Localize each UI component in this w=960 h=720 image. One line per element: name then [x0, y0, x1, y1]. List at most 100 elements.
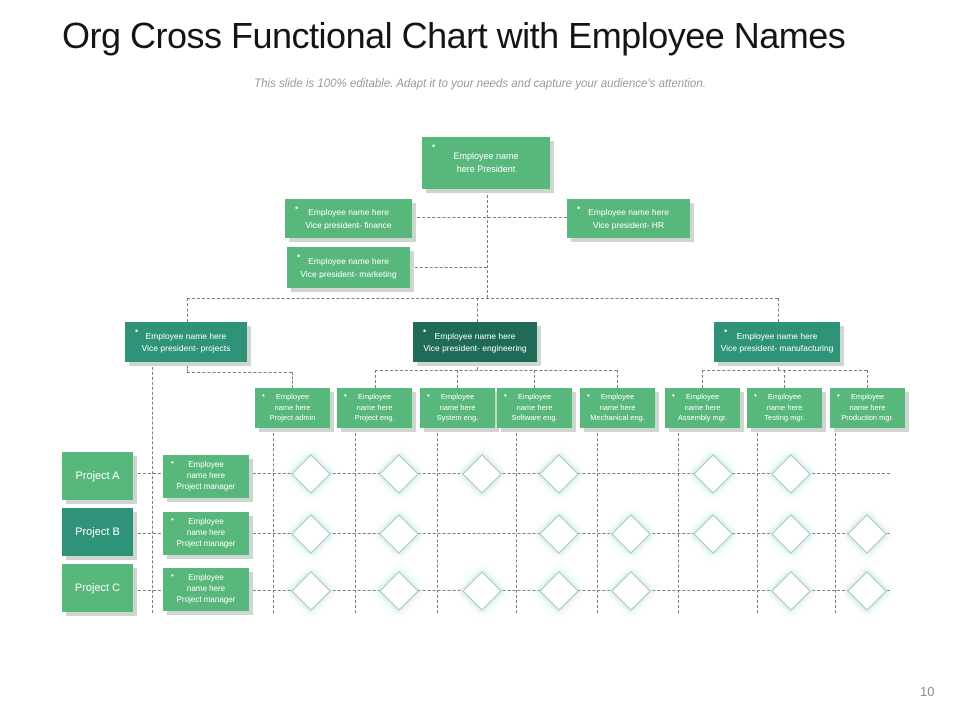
matrix-diamond — [771, 454, 811, 494]
slide-title: Org Cross Functional Chart with Employee… — [62, 15, 846, 56]
connector-line — [784, 370, 785, 388]
org-box-vp-marketing: • Employee name here Vice president- mar… — [287, 247, 410, 288]
employee-role-line: Vice president- HR — [592, 219, 665, 230]
matrix-diamond — [611, 571, 651, 611]
employee-role-line: Vice president- manufacturing — [720, 343, 834, 353]
matrix-diamond — [291, 514, 331, 554]
bullet-icon: • — [837, 391, 840, 400]
column-drop-line — [757, 428, 758, 613]
matrix-diamond — [462, 454, 502, 494]
column-drop-line — [678, 428, 679, 613]
project-b-box: Project B — [62, 508, 133, 556]
matrix-diamond — [771, 514, 811, 554]
project-a-row-line — [133, 473, 890, 474]
employee-role-line: here President — [456, 164, 516, 174]
employee-name-line: Employee — [440, 392, 475, 402]
matrix-diamond — [847, 514, 887, 554]
employee-name-line: Employee name here — [588, 207, 669, 218]
connector-line — [534, 370, 535, 388]
connector-line — [292, 372, 293, 388]
column-drop-line — [355, 428, 356, 613]
employee-name-line: Employee — [188, 460, 224, 470]
employee-name-line: name here — [599, 402, 636, 412]
employee-name-line: name here — [684, 402, 721, 412]
employee-role-line: Project admin — [269, 413, 316, 423]
employee-role-line: Vice president- marketing — [300, 268, 397, 279]
connector-line — [477, 298, 478, 322]
employee-role-line: Production mgr. — [841, 413, 894, 423]
bullet-icon: • — [754, 391, 757, 400]
column-drop-line — [597, 428, 598, 613]
matrix-diamond — [462, 571, 502, 611]
employee-role-line: Project eng. — [354, 413, 395, 423]
employee-name-line: name here — [516, 402, 553, 412]
project-c-manager-box: • Employee name here Project manager — [163, 568, 249, 611]
bullet-icon: • — [171, 458, 174, 467]
matrix-diamond — [693, 514, 733, 554]
project-b-manager-box: • Employee name here Project manager — [163, 512, 249, 555]
bullet-icon: • — [587, 391, 590, 400]
page-number: 10 — [920, 684, 935, 699]
matrix-diamond — [771, 571, 811, 611]
employee-role-line: Testing mgr. — [764, 413, 805, 423]
employee-role-line: Project manager — [176, 538, 236, 548]
matrix-diamond — [539, 514, 579, 554]
employee-name-line: name here — [356, 402, 393, 412]
org-box-assembly-mgr: • Employee name here Assembly mgr. — [665, 388, 740, 428]
org-box-project-eng: • Employee name here Project eng. — [337, 388, 412, 428]
org-box-president: • Employee name here President — [422, 137, 550, 189]
connector-line — [867, 370, 868, 388]
connector-line — [375, 370, 617, 371]
employee-name-line: Employee — [275, 392, 310, 402]
org-box-vp-hr: • Employee name here Vice president- HR — [567, 199, 690, 238]
employee-role-line: Software eng. — [511, 413, 558, 423]
employee-role-line: Vice president- finance — [305, 219, 392, 230]
employee-name-line: name here — [274, 402, 311, 412]
org-box-vp-engineering: • Employee name here Vice president- eng… — [413, 322, 537, 362]
project-b-row-line — [133, 533, 890, 534]
employee-name-line: Employee — [850, 392, 885, 402]
connector-line — [778, 298, 779, 322]
org-box-vp-finance: • Employee name here Vice president- fin… — [285, 199, 412, 238]
matrix-diamond — [539, 454, 579, 494]
org-box-vp-projects: • Employee name here Vice president- pro… — [125, 322, 247, 362]
connector-line — [410, 267, 487, 268]
employee-name-line: name here — [186, 528, 226, 538]
column-drop-line — [516, 428, 517, 613]
bullet-icon: • — [171, 515, 174, 524]
project-label: Project B — [75, 526, 120, 538]
employee-name-line: Employee — [188, 573, 224, 583]
employee-name-line: name here — [439, 402, 476, 412]
project-label: Project C — [74, 582, 121, 594]
matrix-diamond — [379, 514, 419, 554]
org-box-software-eng: • Employee name here Software eng. — [497, 388, 572, 428]
connector-line — [477, 362, 478, 370]
org-box-testing-mgr: • Employee name here Testing mgr. — [747, 388, 822, 428]
org-box-vp-manufacturing: • Employee name here Vice president- man… — [714, 322, 840, 362]
bullet-icon: • — [423, 326, 427, 336]
connector-line — [487, 190, 488, 298]
bullet-icon: • — [297, 251, 301, 261]
employee-name-line: Employee name here — [308, 256, 389, 267]
employee-role-line: Mechanical eng. — [590, 413, 645, 423]
connector-line — [778, 362, 779, 370]
employee-role-line: Vice president- engineering — [423, 343, 527, 353]
matrix-diamond — [693, 454, 733, 494]
matrix-diamond — [379, 454, 419, 494]
column-drop-line — [835, 428, 836, 613]
matrix-diamond — [379, 571, 419, 611]
bullet-icon: • — [427, 391, 430, 400]
employee-role-line: Vice president- projects — [141, 343, 231, 353]
employee-name-line: Employee name here — [145, 330, 227, 341]
bullet-icon: • — [504, 391, 507, 400]
matrix-diamond — [291, 454, 331, 494]
project-c-box: Project C — [62, 564, 133, 612]
employee-name-line: Employee — [357, 392, 392, 402]
employee-name-line: Employee name — [453, 150, 519, 161]
org-box-project-admin: • Employee name here Project admin — [255, 388, 330, 428]
org-box-mechanical-eng: • Employee name here Mechanical eng. — [580, 388, 655, 428]
connector-line — [187, 362, 188, 372]
project-label: Project A — [75, 470, 120, 482]
employee-name-line: Employee name here — [308, 207, 389, 218]
connector-line — [375, 370, 376, 388]
